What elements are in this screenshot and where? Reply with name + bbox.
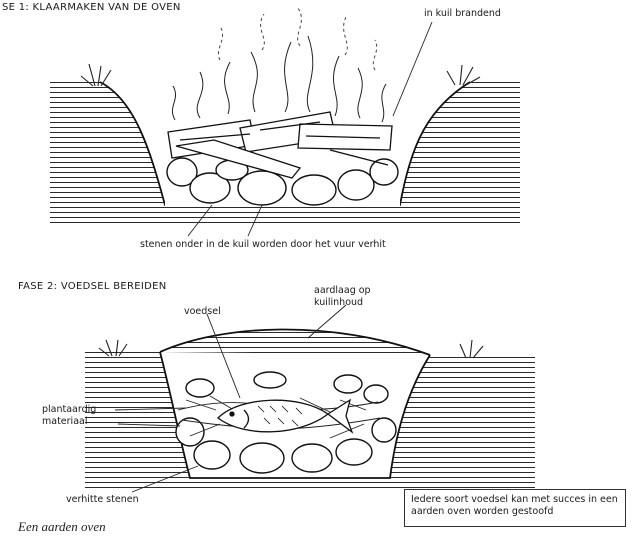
plant-material-label-line2: materiaal [42,416,88,427]
phase2-hot-stones [175,371,397,474]
hot-stones-label: verhitte stenen [66,494,139,505]
phase1-smoke [218,7,378,71]
note-box: Iedere soort voedsel kan met succes in e… [404,489,626,527]
soil-layer-label-line2: kuilinhoud [314,297,364,308]
phase1-grass-tufts [80,63,481,87]
note-text: Iedere soort voedsel kan met succes in e… [411,494,618,517]
phase1-leader-lines [187,21,433,237]
fish-icon [217,398,354,434]
phase1-ground [50,81,520,225]
phase1-firewood [167,111,393,179]
phase1-title: SE 1: KLAARMAKEN VAN DE OVEN [2,2,181,13]
soil-layer-label-line1: aardlaag op [314,285,371,296]
phase2-leader-lines [114,304,347,493]
phase2-title: FASE 2: VOEDSEL BEREIDEN [18,281,167,292]
phase1-stones [166,157,399,206]
phase2-grass-tufts [98,339,484,359]
plant-material-label-line1: plantaardig [42,404,97,415]
food-label: voedsel [184,306,221,317]
phase1-flames [171,35,387,123]
figure-caption: Een aarden oven [18,519,106,534]
fire-label: in kuil brandend [424,8,501,19]
stones-label: stenen onder in de kuil worden door het … [140,239,386,250]
